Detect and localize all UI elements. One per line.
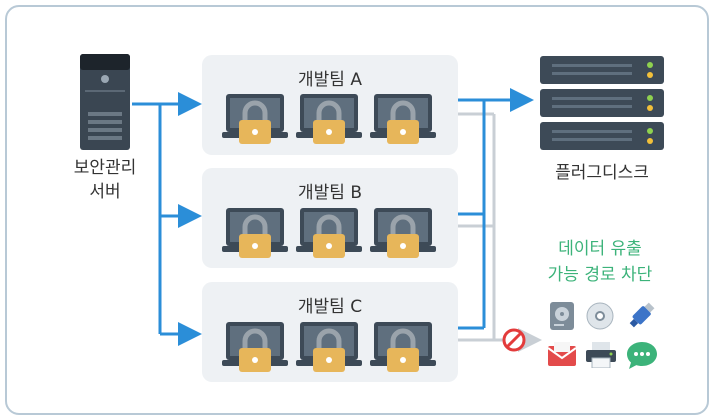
blocked-path-lines (458, 112, 542, 352)
usb-icon (629, 302, 655, 328)
email-icon (548, 342, 576, 366)
server-tower-icon (80, 54, 130, 150)
storage-server-icon (540, 56, 664, 150)
lock-icon (370, 322, 436, 372)
lock-icon (370, 94, 436, 144)
lock-icon (296, 322, 362, 372)
server-to-teams-arrows (132, 92, 202, 346)
cd-icon (586, 302, 614, 330)
team-title-b: 개발팀 B (298, 183, 362, 203)
team-title-c: 개발팀 C (297, 297, 363, 317)
team-title-a: 개발팀 A (298, 70, 362, 90)
hdd-icon (550, 302, 574, 330)
teams-to-storage-arrows (458, 88, 534, 330)
lock-icon (222, 208, 288, 258)
lock-icon (370, 208, 436, 258)
lock-icon (222, 94, 288, 144)
block-icon (502, 328, 526, 352)
storage-label: 플러그디스크 (555, 163, 649, 183)
chat-icon (627, 342, 657, 369)
lock-icon (296, 94, 362, 144)
server-label: 보안관리 서버 (73, 158, 137, 202)
blocked-paths-label: 데이터 유출 가능 경로 차단 (547, 239, 653, 285)
lock-icon (222, 322, 288, 372)
lock-icon (296, 208, 362, 258)
printer-icon (586, 342, 616, 368)
